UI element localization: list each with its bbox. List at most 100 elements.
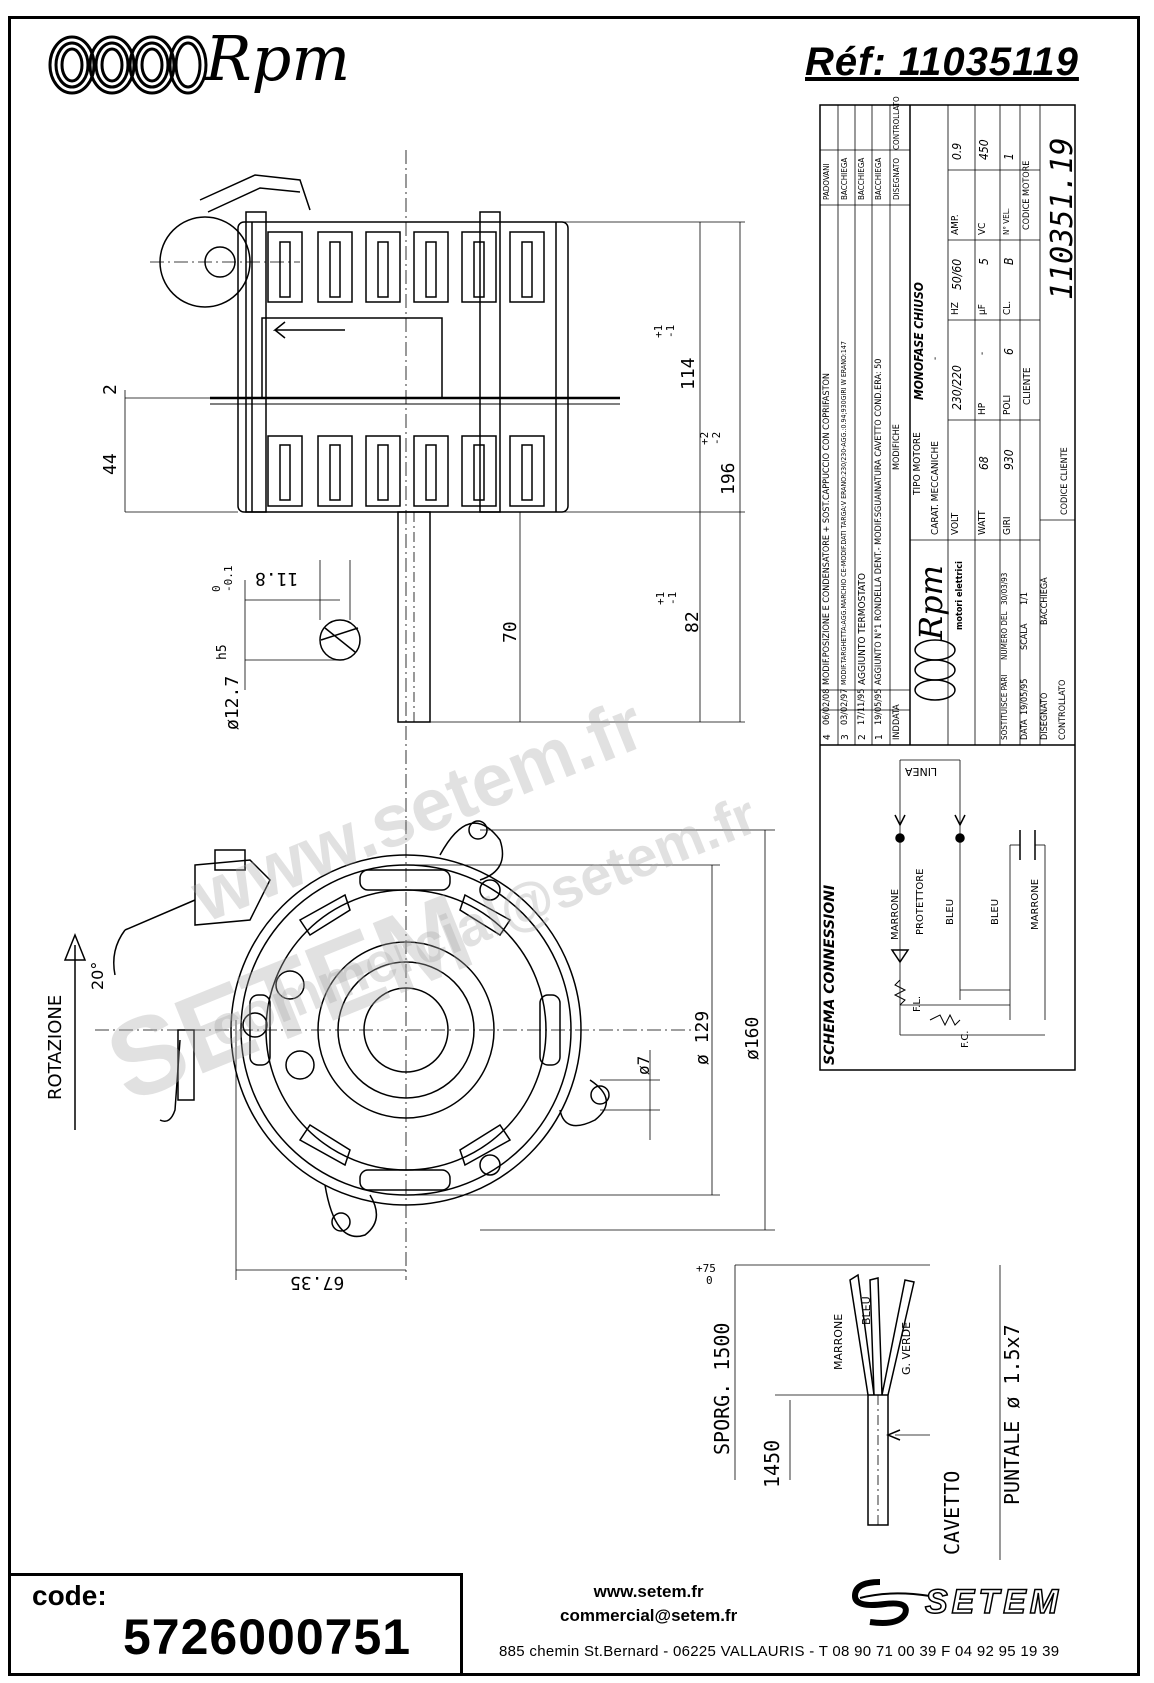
dim-12-7-fit: h5 [215,644,230,660]
hz-label: HZ [950,302,961,315]
dim-82: 82 [682,611,703,633]
dim-129: ø 129 [692,1010,713,1065]
tipo-motore-label: TIPO MOTORE [912,432,923,495]
disegnato-label: DISEGNATO [1040,692,1050,740]
disegnato-value: BACCHIEGA [1040,577,1050,625]
wire-gverde: G. VERDE [900,1321,913,1375]
mod-3-by: BACCHIEGA [840,157,849,200]
vel-label: N° VEL. [1002,207,1011,235]
rpm-logo [48,35,208,95]
uf-value: 5 [977,258,991,265]
schem-fc: F.C. [960,1030,971,1049]
dim-11-8-tol-bot: -0.1 [222,565,235,593]
hp-label: HP [977,402,988,415]
dim-44: 44 [100,453,121,475]
linea-label: LINEA [905,765,938,778]
titleblock-company: motori elettrici [955,561,965,630]
dim-12-7: ø12.7 [222,675,243,730]
dim-160: ø160 [742,1016,763,1060]
schem-bleu: BLEU [945,898,956,925]
reference-number: Réf: 11035119 [805,40,1079,84]
hp-value: - [977,351,988,355]
mod-3-text: MODIF.TARGHETTA:AGG.MARCHIO CE-MODIF.DAT… [840,341,848,685]
tip-label: PUNTALE ø 1.5x7 [1000,1324,1024,1505]
scala-label: SCALA [1020,623,1030,650]
cable-title: CAVETTO [940,1470,964,1555]
poli-value: 6 [1002,348,1016,355]
sporg-tol-top: +75 [696,1262,716,1275]
hz-value: 50/60 [950,258,964,290]
uf-label: µF [977,304,988,315]
carat-label: CARAT. MECCANICHE [930,441,941,535]
codice-motore-label: CODICE MOTORE [1022,160,1032,230]
dim-114-tol-bot: -1 [664,324,677,338]
vc-value: 450 [977,139,991,160]
website-link[interactable]: www.setem.fr [593,1582,704,1601]
contact-block: www.setem.fr commercial@setem.fr [560,1580,737,1628]
schem-marrone: MARRONE [890,888,901,940]
mod-1-date: 19/05/95 [874,688,884,725]
cliente-label: CLIENTE [1022,367,1033,405]
sostituisce-label: SOSTITUISCE PARI [1000,674,1009,740]
cl-value: B [1002,257,1016,265]
mod-2-n: 2 [857,734,868,740]
amp-value: 0.9 [950,142,964,160]
wire-bleu: BLEU [860,1296,873,1325]
mod-4-n: 4 [822,734,833,740]
setem-logo: SETEM [851,1579,1062,1626]
email-link[interactable]: commercial@setem.fr [560,1606,738,1625]
titleblock-brand: Rpm [912,565,950,640]
schem-bleu-2: BLEU [990,898,1001,925]
wire-marrone: MARRONE [832,1313,845,1370]
dim-11-8: 11.8 [255,568,299,589]
dim-82-tol-bot: -1 [666,591,679,605]
motor-body-side [237,221,569,513]
scala-value: 1/1 [1020,591,1030,605]
mod-2-date: 17/11/95 [857,688,867,725]
mod-4-text: MODIF.POSIZIONE E CONDENSATORE + SOST.CA… [822,373,832,685]
volt-label: VOLT [950,512,961,535]
watt-value: 68 [977,456,991,470]
sporg-tol-bot: 0 [706,1274,713,1287]
hdr-disegnato: DISEGNATO [892,157,901,200]
watt-label: WATT [977,510,988,535]
setem-logo-text: SETEM [925,1583,1062,1621]
mod-1-by: BACCHIEGA [874,157,883,200]
product-code: 5726000751 [123,1609,412,1665]
dim-2: 2 [100,384,121,395]
numero-del-label: NUMERO DEL [1000,611,1009,660]
cl-label: CL. [1002,300,1013,315]
giri-label: GIRI [1002,516,1013,535]
mod-3-n: 3 [840,734,851,740]
dim-114: 114 [678,357,699,390]
mod-4-date: 06/02/08 [822,688,832,725]
codice-motore: 110351.19 [1045,137,1080,300]
data-value: 19/05/95 [1020,678,1030,715]
numero-del-value: 30/03/93 [1000,572,1009,605]
mod-3-date: 03/02/97 [840,688,850,725]
vc-label: VC [977,222,988,235]
brand-name: Rpm [205,22,351,95]
hdr-controllato: CONTROLLATO [892,96,901,150]
company-address: 885 chemin St.Bernard - 06225 VALLAURIS … [499,1643,1060,1660]
sporg-label: SPORG. 1500 [710,1322,734,1455]
hdr-modifiche: MODIFICHE [892,424,902,470]
mod-1-text: AGGIUNTO N°1 RONDELLA DENT.- MODIF.SGUAI… [874,358,884,685]
rotation-label: ROTAZIONE [45,994,66,1100]
poli-label: POLI [1002,394,1013,415]
mod-4-by: PADOVANI [822,163,831,200]
len-1450: 1450 [760,1439,784,1488]
data-label: DATA [1020,719,1030,740]
vel-value: 1 [1002,153,1016,160]
hdr-data: DATA [892,704,902,725]
angle-label: 20° [88,961,107,990]
mod-1-n: 1 [874,734,885,740]
carat-value: - [930,356,941,360]
mod-2-by: BACCHIEGA [857,157,866,200]
dim-67-35: 67.35 [290,1272,345,1293]
titleblock-frame [819,104,1076,1071]
codice-cliente-label: CODICE CLIENTE [1060,447,1070,515]
drawing-frame [8,16,1140,1676]
schem-fl: F.L. [912,995,923,1012]
